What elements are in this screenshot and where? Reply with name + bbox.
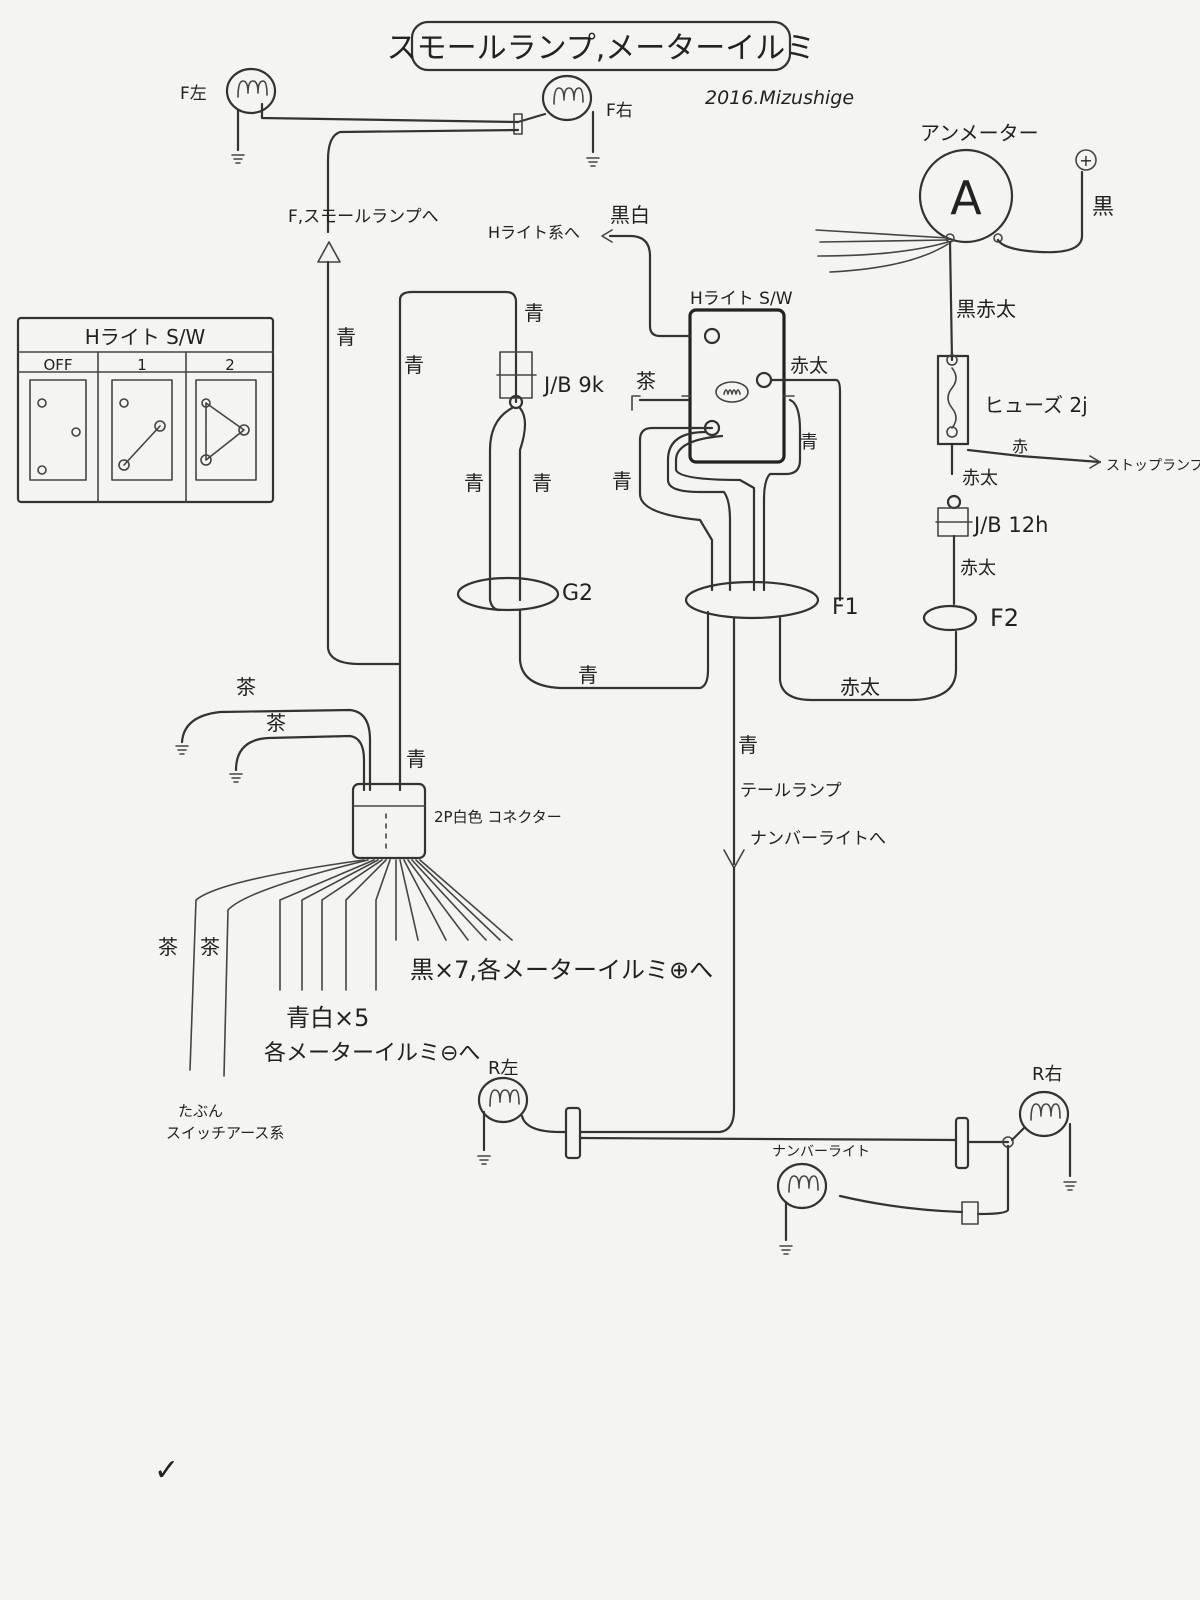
number-light-label: ナンバーライト bbox=[772, 1144, 870, 1160]
connector-g2-label: G2 bbox=[562, 581, 593, 606]
bundle-switch-earth: スイッチアース系 bbox=[166, 1124, 284, 1142]
wire-blue-3: 青 bbox=[524, 301, 544, 325]
number-light: ナンバーライト bbox=[772, 1144, 870, 1255]
switch-pos-off: OFF bbox=[43, 356, 72, 374]
page-title: スモールランプ,メーターイルミ bbox=[387, 31, 816, 66]
junction-block-left: J/B 9k bbox=[496, 351, 605, 410]
wire-black-red-thick: 黒赤太 bbox=[956, 297, 1016, 321]
title-box: スモールランプ,メーターイルミ bbox=[387, 20, 816, 72]
front-left-lamp: F左 bbox=[180, 67, 277, 164]
wire-brown-1: 茶 bbox=[236, 675, 256, 699]
bundle-black-label: 黒×7,各メーターイルミ⊕へ bbox=[410, 956, 713, 984]
connector-f2: F2 bbox=[922, 604, 1019, 632]
wire-blue-7: 青 bbox=[800, 432, 818, 453]
wire-blue-1: 青 bbox=[336, 325, 356, 349]
wire-blue-2: 青 bbox=[404, 353, 424, 377]
bundle-maybe: たぶん bbox=[178, 1102, 223, 1120]
junction-right-label: J/B 12h bbox=[972, 513, 1048, 537]
front-left-label: F左 bbox=[180, 84, 207, 104]
switch-pos-2: 2 bbox=[225, 356, 235, 374]
rear-right-lamp: R右 bbox=[1018, 1064, 1077, 1191]
wire-red-thick-3: 赤太 bbox=[962, 468, 998, 489]
rear-left-label: R左 bbox=[488, 1058, 519, 1079]
wire-bundle bbox=[189, 859, 513, 1077]
connector-2p-label: 2P白色 コネクター bbox=[434, 808, 562, 826]
wire-black-white: 黒白 bbox=[610, 203, 650, 227]
wire-brown-stub: 茶 bbox=[636, 369, 656, 393]
rear-connector-left bbox=[564, 1106, 582, 1160]
wire-blue-6: 青 bbox=[578, 663, 598, 687]
wire-red-thick-1: 赤太 bbox=[790, 355, 828, 377]
wire-blue-5: 青 bbox=[532, 471, 552, 495]
connector-f2-label: F2 bbox=[990, 604, 1019, 632]
bundle-illum-minus: 各メーターイルミ⊖へ bbox=[264, 1041, 480, 1066]
rear-left-lamp: R左 bbox=[477, 1058, 529, 1165]
wire-blue-tail: 青 bbox=[738, 733, 758, 757]
to-number-light: ナンバーライトへ bbox=[750, 829, 886, 849]
connector-f1-label: F1 bbox=[832, 595, 859, 620]
wire-blue-9: 青 bbox=[406, 747, 426, 771]
ammeter: A アンメーター bbox=[918, 121, 1039, 244]
number-light-connector bbox=[961, 1201, 979, 1225]
headlight-switch: Hライト S/W bbox=[681, 289, 795, 464]
wire-red-thick-4: 赤太 bbox=[960, 558, 996, 579]
connector-g2: G2 bbox=[456, 576, 593, 612]
to-headlight: Hライト系へ bbox=[488, 223, 580, 242]
wire-red-stop: 赤 bbox=[1012, 437, 1028, 456]
ammeter-symbol: A bbox=[950, 171, 982, 225]
ammeter-plus: + bbox=[1079, 151, 1092, 170]
switch-position-diagram: Hライト S/W OFF 1 2 bbox=[16, 316, 275, 504]
to-front-small-lamp: F,スモールランプへ bbox=[288, 207, 439, 227]
up-arrow-icon bbox=[317, 241, 341, 263]
headlight-switch-label: Hライト S/W bbox=[690, 289, 793, 309]
bundle-brown-a: 茶 bbox=[158, 935, 178, 959]
switch-diagram-title: Hライト S/W bbox=[85, 325, 206, 349]
rear-right-label: R右 bbox=[1032, 1064, 1063, 1085]
ammeter-label: アンメーター bbox=[920, 121, 1039, 145]
bundle-brown-b: 茶 bbox=[200, 935, 220, 959]
to-tail-lamp: テールランプ bbox=[740, 781, 842, 801]
junction-left-label: J/B 9k bbox=[542, 373, 605, 397]
switch-pos-1: 1 bbox=[137, 356, 147, 374]
author-date: 2016.Mizushige bbox=[705, 87, 854, 109]
front-right-lamp: F右 bbox=[541, 74, 633, 167]
connector-f1: F1 bbox=[684, 580, 859, 620]
check-mark: ✓ bbox=[154, 1453, 179, 1488]
ammeter-black: 黒 bbox=[1092, 195, 1114, 220]
fuse-label: ヒューズ 2j bbox=[984, 393, 1088, 417]
wire-brown-2: 茶 bbox=[266, 711, 286, 735]
bundle-blue-white: 青白×5 bbox=[286, 1004, 369, 1032]
to-stop-lamp: ストップランプ bbox=[1106, 458, 1200, 474]
fuse-2j: ヒューズ 2j bbox=[936, 354, 1088, 446]
wire-blue-8: 青 bbox=[612, 469, 632, 493]
junction-block-right: J/B 12h bbox=[935, 494, 1048, 537]
wire-blue-4: 青 bbox=[464, 471, 484, 495]
connector-2p: 2P白色 コネクター bbox=[351, 782, 562, 860]
wire-red-thick-2: 赤太 bbox=[840, 675, 880, 699]
front-right-label: F右 bbox=[606, 101, 633, 121]
front-connector bbox=[513, 113, 523, 135]
rear-connector-right bbox=[954, 1116, 970, 1170]
